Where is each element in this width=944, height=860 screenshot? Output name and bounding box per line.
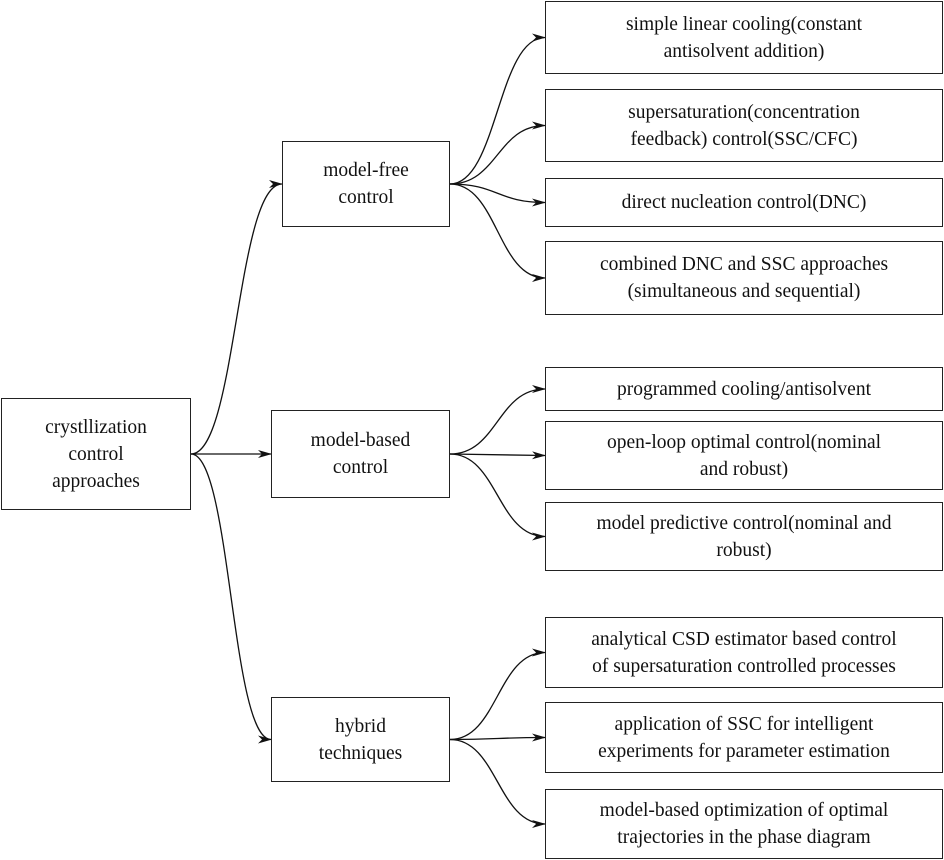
leaf-label: direct nucleation control(DNC): [621, 192, 867, 213]
category-node-hybrid: hybrid techniques: [271, 697, 450, 782]
leaf-label: open-loop optimal control(nominal and ro…: [606, 431, 882, 480]
leaf-node-model-predictive-control: model predictive control(nominal and rob…: [545, 502, 943, 571]
arrow-root-to-model-free: [190, 180, 283, 455]
arrow-root-to-hybrid: [190, 453, 272, 744]
root-node: crystllization control approaches: [1, 398, 191, 510]
leaf-label: application of SSC for intelligent exper…: [598, 713, 890, 762]
arrow-model-free-to-leaf-2: [449, 183, 546, 207]
leaf-node-programmed-cooling: programmed cooling/antisolvent: [545, 367, 943, 411]
category-label: hybrid techniques: [318, 715, 403, 764]
leaf-node-open-loop-optimal-control: open-loop optimal control(nominal and ro…: [545, 421, 943, 490]
leaf-node-combined-dnc-ssc: combined DNC and SSC approaches (simulta…: [545, 241, 943, 315]
leaf-node-simple-linear-cooling: simple linear cooling(constant antisolve…: [545, 1, 943, 74]
arrow-model-free-to-leaf-0: [449, 33, 546, 185]
category-label: model-free control: [323, 160, 409, 208]
category-label: model-based control: [310, 430, 411, 478]
root-label: crystllization control approaches: [45, 416, 147, 492]
arrow-hybrid-to-leaf-8: [449, 733, 546, 742]
arrow-hybrid-to-leaf-7: [449, 648, 546, 741]
leaf-label: simple linear cooling(constant antisolve…: [625, 13, 863, 62]
leaf-node-analytical-csd-estimator: analytical CSD estimator based control o…: [545, 617, 943, 688]
leaf-label: programmed cooling/antisolvent: [617, 378, 871, 400]
leaf-label: model-based optimization of optimal traj…: [599, 800, 889, 848]
category-node-model-based: model-based control: [271, 410, 450, 498]
leaf-label: model predictive control(nominal and rob…: [596, 512, 892, 561]
arrow-model-based-to-leaf-5: [449, 451, 546, 460]
leaf-node-model-based-optimization: model-based optimization of optimal traj…: [545, 789, 943, 859]
arrow-model-based-to-leaf-6: [449, 453, 546, 541]
arrow-model-based-to-leaf-4: [449, 385, 546, 455]
category-node-model-free: model-free control: [282, 141, 450, 227]
leaf-node-ssc-intelligent-experiments: application of SSC for intelligent exper…: [545, 702, 943, 773]
arrow-hybrid-to-leaf-9: [449, 738, 546, 828]
leaf-node-supersaturation-control: supersaturation(concentration feedback) …: [545, 89, 943, 162]
arrow-model-free-to-leaf-3: [449, 183, 546, 282]
leaf-label: supersaturation(concentration feedback) …: [628, 101, 860, 150]
leaf-node-direct-nucleation-control: direct nucleation control(DNC): [545, 178, 943, 227]
leaf-label: combined DNC and SSC approaches (simulta…: [599, 254, 889, 302]
leaf-label: analytical CSD estimator based control o…: [591, 628, 897, 677]
arrow-model-free-to-leaf-1: [449, 121, 546, 185]
